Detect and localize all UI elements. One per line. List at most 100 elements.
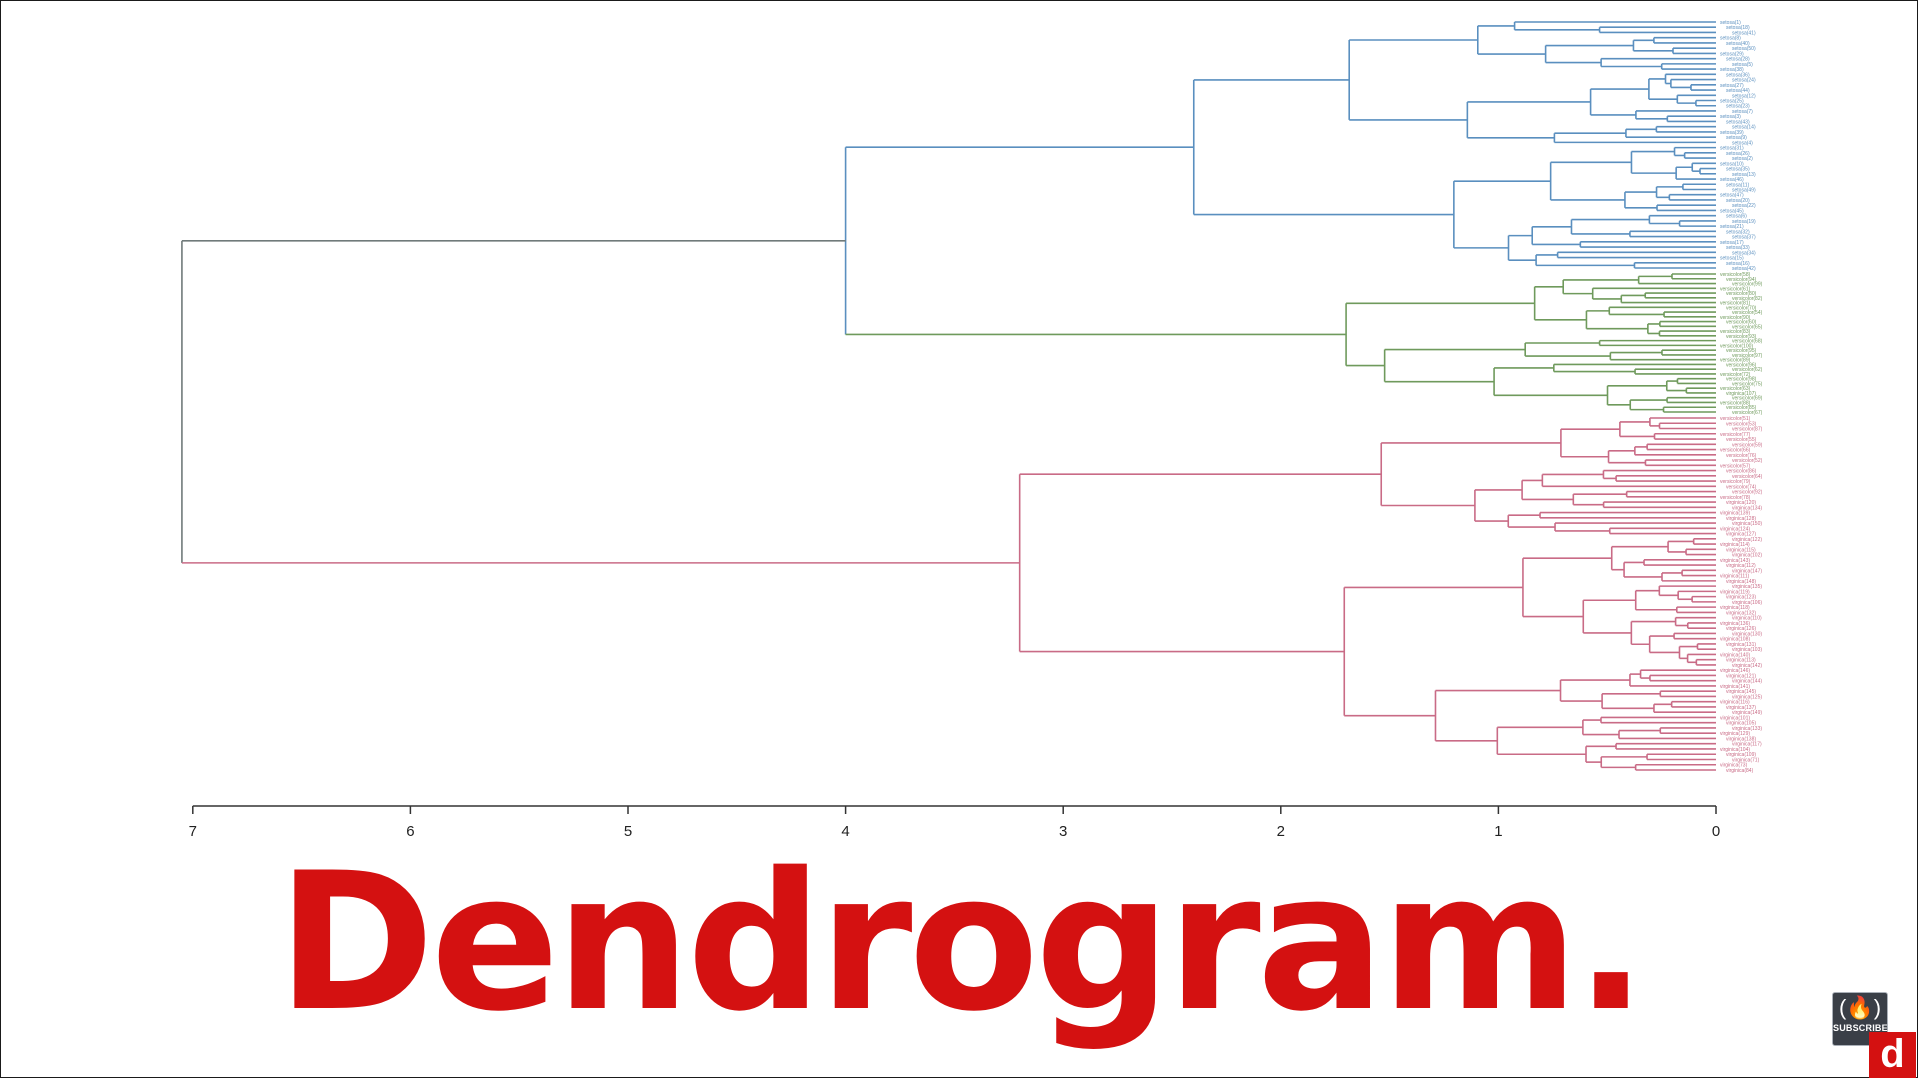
x-tick-label: 2 xyxy=(1277,823,1285,840)
subscribe-label: SUBSCRIBE xyxy=(1833,1023,1888,1033)
leaf-label: virginica(104) xyxy=(1720,747,1750,753)
leaf-label: setosa(24) xyxy=(1732,78,1756,84)
leaf-label: versicolor(54) xyxy=(1732,310,1763,316)
leaf-label: virginica(146) xyxy=(1720,668,1750,674)
leaf-label: versicolor(90) xyxy=(1720,315,1751,321)
leaf-label: versicolor(96) xyxy=(1726,362,1757,368)
leaf-label: setosa(11) xyxy=(1726,182,1750,188)
leaf-label: setosa(36) xyxy=(1726,72,1750,78)
leaf-label: setosa(12) xyxy=(1732,93,1756,99)
leaf-label: virginica(116) xyxy=(1720,700,1750,706)
leaf-label: versicolor(94) xyxy=(1726,277,1757,283)
leaf-label: versicolor(72) xyxy=(1720,372,1751,378)
leaf-label: versicolor(98) xyxy=(1726,377,1757,383)
leaf-label: setosa(7) xyxy=(1732,109,1753,115)
leaf-label: versicolor(88) xyxy=(1720,400,1751,406)
leaf-label: virginica(142) xyxy=(1732,663,1762,669)
leaf-label: virginica(129) xyxy=(1720,731,1750,737)
leaf-label: setosa(41) xyxy=(1732,30,1756,36)
leaf-label: virginica(141) xyxy=(1720,684,1750,690)
leaf-label: setosa(29) xyxy=(1720,51,1744,57)
x-tick-label: 1 xyxy=(1494,823,1502,840)
leaf-label: setosa(8) xyxy=(1720,36,1741,42)
leaf-label: virginica(144) xyxy=(1732,679,1762,685)
leaf-label: virginica(115) xyxy=(1726,547,1756,553)
leaf-label: versicolor(66) xyxy=(1720,448,1751,454)
leaf-label: virginica(107) xyxy=(1726,391,1756,397)
leaf-label: versicolor(58) xyxy=(1720,272,1751,278)
leaf-label: setosa(39) xyxy=(1720,130,1744,136)
leaf-label: versicolor(69) xyxy=(1732,396,1763,402)
leaf-label: setosa(28) xyxy=(1726,57,1750,63)
leaf-label: setosa(26) xyxy=(1726,151,1750,157)
leaf-label: versicolor(97) xyxy=(1732,353,1763,359)
leaf-label: versicolor(62) xyxy=(1732,367,1763,373)
leaf-label: versicolor(55) xyxy=(1726,437,1757,443)
leaf-label: setosa(16) xyxy=(1726,261,1750,267)
dendrogram-tree xyxy=(181,21,1716,771)
leaf-label: virginica(84) xyxy=(1726,768,1754,774)
leaf-label: setosa(49) xyxy=(1732,187,1756,193)
leaf-label: virginica(120) xyxy=(1726,500,1756,506)
leaf-label: versicolor(64) xyxy=(1732,474,1763,480)
leaf-label: versicolor(65) xyxy=(1732,324,1763,330)
leaf-label: virginica(132) xyxy=(1726,610,1756,616)
leaf-label: setosa(20) xyxy=(1726,198,1750,204)
leaf-label: versicolor(60) xyxy=(1726,320,1757,326)
leaf-label: virginica(148) xyxy=(1726,579,1756,585)
x-tick-label: 3 xyxy=(1059,823,1067,840)
x-tick-label: 0 xyxy=(1712,823,1720,840)
leaf-labels: setosa(1)setosa(18)setosa(41)setosa(8)se… xyxy=(1720,20,1763,774)
leaf-label: setosa(13) xyxy=(1732,172,1756,178)
leaf-label: versicolor(52) xyxy=(1732,458,1763,464)
leaf-label: setosa(19) xyxy=(1732,219,1756,225)
leaf-label: setosa(5) xyxy=(1732,62,1753,68)
leaf-label: versicolor(100) xyxy=(1720,343,1753,349)
leaf-label: versicolor(53) xyxy=(1726,421,1757,427)
leaf-label: virginica(114) xyxy=(1720,542,1750,548)
flame-icon: (🔥) xyxy=(1838,995,1882,1020)
leaf-label: setosa(15) xyxy=(1720,256,1744,262)
leaf-label: virginica(128) xyxy=(1726,516,1756,522)
leaf-label: virginica(112) xyxy=(1726,563,1756,569)
leaf-label: versicolor(68) xyxy=(1732,339,1763,345)
leaf-label: virginica(140) xyxy=(1720,652,1750,658)
leaf-label: virginica(127) xyxy=(1726,532,1756,538)
leaf-label: versicolor(63) xyxy=(1720,386,1751,392)
leaf-label: versicolor(76) xyxy=(1726,453,1757,459)
leaf-label: virginica(135) xyxy=(1732,584,1762,590)
leaf-label: setosa(38) xyxy=(1720,67,1744,73)
leaf-label: virginica(134) xyxy=(1732,505,1762,511)
leaf-label: virginica(121) xyxy=(1726,673,1756,679)
video-title: Dendrogram. xyxy=(276,832,1647,1053)
leaf-label: virginica(145) xyxy=(1726,689,1756,695)
leaf-label: virginica(105) xyxy=(1726,721,1756,727)
leaf-label: virginica(138) xyxy=(1726,736,1756,742)
leaf-label: versicolor(70) xyxy=(1726,305,1757,311)
leaf-label: virginica(117) xyxy=(1732,742,1762,748)
leaf-label: setosa(23) xyxy=(1726,104,1750,110)
leaf-label: setosa(46) xyxy=(1720,177,1744,183)
leaf-label: setosa(25) xyxy=(1720,99,1744,105)
leaf-label: versicolor(87) xyxy=(1732,427,1763,433)
x-tick-label: 7 xyxy=(189,823,197,840)
leaf-label: setosa(27) xyxy=(1720,83,1744,89)
leaf-label: versicolor(82) xyxy=(1732,296,1763,302)
subscribe-button[interactable]: (🔥) SUBSCRIBE xyxy=(1832,992,1888,1046)
leaf-label: virginica(139) xyxy=(1720,511,1750,517)
leaf-label: virginica(108) xyxy=(1720,637,1750,643)
leaf-label: setosa(17) xyxy=(1720,240,1744,246)
leaf-label: versicolor(77) xyxy=(1720,432,1751,438)
leaf-label: versicolor(61) xyxy=(1720,286,1751,292)
leaf-label: versicolor(83) xyxy=(1720,329,1751,335)
leaf-label: setosa(37) xyxy=(1732,235,1756,241)
leaf-label: versicolor(81) xyxy=(1720,301,1751,307)
leaf-label: virginica(106) xyxy=(1732,600,1762,606)
leaf-label: virginica(109) xyxy=(1726,752,1756,758)
leaf-label: versicolor(95) xyxy=(1726,348,1757,354)
leaf-label: setosa(33) xyxy=(1726,245,1750,251)
leaf-label: virginica(110) xyxy=(1732,616,1762,622)
leaf-label: setosa(50) xyxy=(1732,46,1756,52)
